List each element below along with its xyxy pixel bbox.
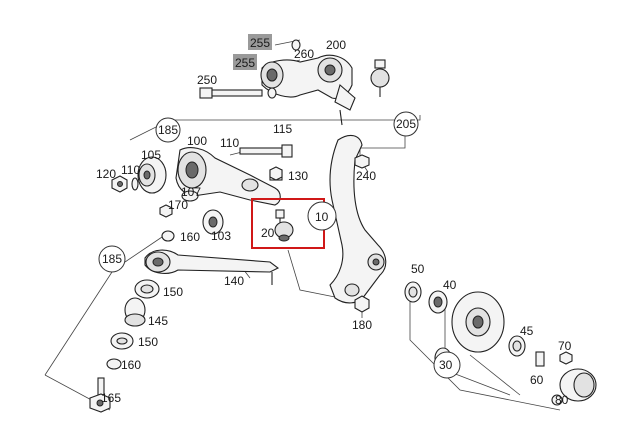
- upper-control-arm: [260, 54, 390, 126]
- strut-rod-140: [144, 249, 280, 285]
- label-40: 40: [443, 278, 457, 292]
- ball-joint-20: [274, 209, 294, 242]
- label-140: 140: [224, 274, 244, 288]
- label-45: 45: [520, 324, 534, 338]
- label-250: 250: [197, 73, 217, 87]
- greyed-label-255a-bg: [248, 34, 272, 50]
- label-145: 145: [148, 314, 168, 328]
- small-parts-170-160: [159, 204, 175, 242]
- bolt-250: [199, 87, 263, 99]
- label-105: 105: [141, 148, 161, 162]
- label-205: 205: [396, 117, 416, 131]
- circled-callouts: [98, 111, 461, 379]
- nut-130: [269, 166, 283, 181]
- label-185-lower: 185: [102, 252, 122, 266]
- nut-120: [111, 175, 139, 193]
- label-185-top: 185: [158, 123, 178, 137]
- greyed-label-255b-bg: [233, 54, 257, 70]
- part-107: [181, 190, 199, 202]
- label-120: 120: [96, 167, 116, 181]
- label-150-lower: 150: [138, 335, 158, 349]
- washers-255: [267, 39, 301, 99]
- label-70: 70: [558, 339, 572, 353]
- label-240: 240: [356, 169, 376, 183]
- label-115: 115: [273, 122, 292, 136]
- bushing-stack: [89, 279, 160, 413]
- label-107: 107: [181, 185, 201, 199]
- label-160-upper: 160: [180, 230, 200, 244]
- label-255-upper: 255: [250, 36, 270, 50]
- label-10: 10: [315, 210, 329, 224]
- nut-240: [354, 154, 370, 169]
- label-130: 130: [288, 169, 308, 183]
- label-180: 180: [352, 318, 372, 332]
- bushing-105: [137, 156, 167, 194]
- label-170: 170: [168, 198, 188, 212]
- label-255-lower: 255: [235, 56, 255, 70]
- label-110-lower: 110: [121, 163, 140, 177]
- label-110-upper: 110: [220, 136, 239, 150]
- label-60: 60: [530, 373, 544, 387]
- label-150-upper: 150: [163, 285, 183, 299]
- label-100: 100: [187, 134, 207, 148]
- bushing-103: [202, 209, 224, 235]
- label-20: 20: [261, 226, 275, 240]
- label-160-lower: 160: [121, 358, 141, 372]
- label-30: 30: [439, 358, 453, 372]
- hub-assembly: [404, 281, 597, 406]
- label-50: 50: [411, 262, 425, 276]
- label-80: 80: [555, 393, 569, 407]
- label-165: 165: [101, 391, 121, 405]
- leader-lines: [44, 39, 561, 411]
- bolt-115: [239, 144, 293, 158]
- nut-180: [354, 295, 370, 313]
- label-260: 260: [294, 47, 314, 61]
- label-103: 103: [211, 229, 231, 243]
- label-200: 200: [326, 38, 346, 52]
